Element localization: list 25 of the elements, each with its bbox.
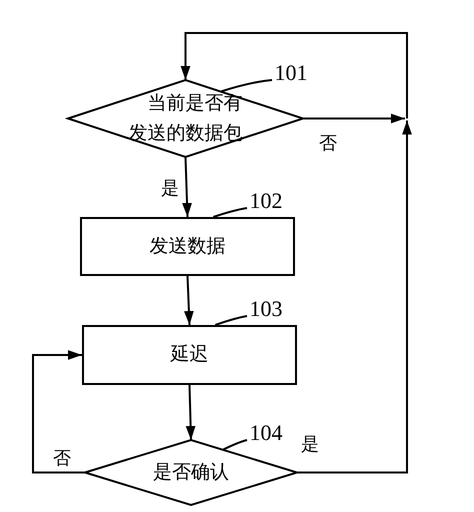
arrow — [186, 384, 196, 440]
callout-number-text: 104 — [250, 421, 282, 445]
callout-number-text: 101 — [274, 61, 308, 85]
edge-label: 是 — [300, 434, 320, 454]
leader-line — [212, 207, 248, 218]
arrow — [297, 120, 412, 474]
decision-diamond — [85, 440, 297, 505]
process-text: 发送数据 — [150, 234, 226, 258]
arrow — [180, 32, 408, 118]
callout-number-text: 102 — [250, 189, 282, 213]
arrow — [184, 276, 194, 326]
edge-label: 是 — [160, 178, 180, 198]
edge-label: 否 — [52, 448, 72, 468]
process-box — [80, 217, 295, 276]
leader-line — [220, 79, 272, 92]
leader-line — [222, 439, 248, 451]
process-text: 延迟 — [170, 343, 208, 367]
callout-number-text: 103 — [250, 297, 282, 321]
arrow — [182, 156, 192, 218]
arrow — [32, 350, 85, 474]
edge-label: 否 — [318, 133, 338, 153]
leader-line — [214, 315, 248, 326]
process-box — [82, 325, 297, 385]
arrow — [303, 114, 405, 124]
decision-text: 是否确认 — [152, 460, 230, 484]
